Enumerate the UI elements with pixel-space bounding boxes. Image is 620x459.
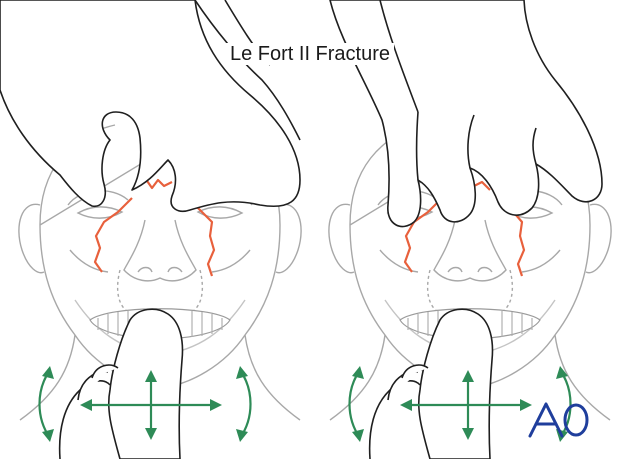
right-lower-hand [368, 308, 494, 459]
left-rotation-arrow-right [239, 369, 252, 439]
left-movement-arrows [38, 366, 252, 442]
left-rotation-arrow-left [38, 369, 51, 439]
left-upper-hand [0, 0, 301, 212]
right-upper-hand [329, 0, 603, 228]
right-rotation-arrow-left [348, 369, 361, 439]
left-panel [0, 0, 302, 459]
left-lower-hand [58, 308, 184, 459]
right-movement-arrows [348, 366, 572, 442]
right-panel [328, 0, 612, 459]
ao-logo [528, 402, 589, 438]
